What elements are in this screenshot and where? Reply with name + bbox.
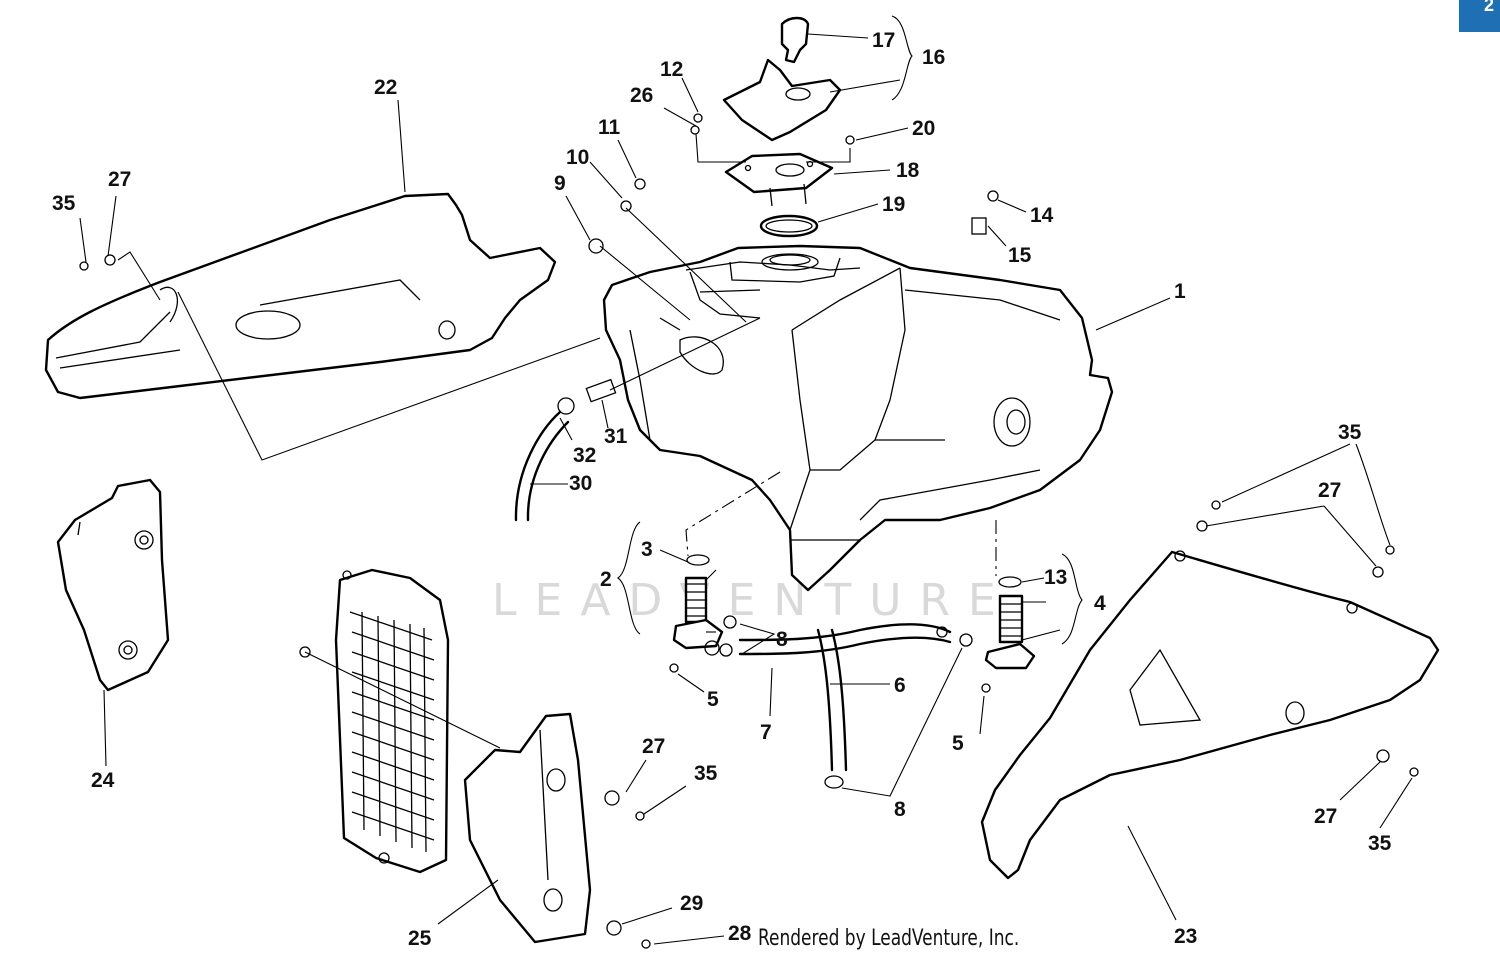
callout-8a: 8 xyxy=(776,628,788,651)
shroud-25 xyxy=(463,712,592,944)
shroud-24 xyxy=(56,478,170,692)
callout-29: 29 xyxy=(680,892,703,915)
callout-23: 23 xyxy=(1174,925,1197,948)
callout-35a: 35 xyxy=(52,192,76,215)
callout-20: 20 xyxy=(912,117,935,140)
callout-22: 22 xyxy=(374,76,397,99)
side-panel-22 xyxy=(44,192,557,400)
callout-17: 17 xyxy=(872,29,895,52)
callout-27a: 27 xyxy=(108,168,131,191)
callout-35d: 35 xyxy=(1368,832,1392,855)
callout-labels: 1 2 3 4 5 5 6 7 8 8 9 10 11 12 13 14 15 … xyxy=(52,29,1392,950)
callout-14: 14 xyxy=(1030,204,1054,227)
callout-1: 1 xyxy=(1174,280,1186,303)
callout-13: 13 xyxy=(1044,566,1067,589)
callout-6: 6 xyxy=(894,674,906,697)
callout-35b: 35 xyxy=(1338,421,1362,444)
fuel-hoses xyxy=(514,378,973,789)
fuel-cap-assembly xyxy=(722,16,842,238)
callout-4: 4 xyxy=(1094,592,1106,615)
callout-24: 24 xyxy=(91,769,115,792)
callout-28: 28 xyxy=(728,922,752,945)
credit-text: Rendered by LeadVenture, Inc. xyxy=(758,926,1020,951)
fuel-tap-2 xyxy=(672,554,724,656)
fuel-tank-1 xyxy=(602,244,1114,592)
callout-19: 19 xyxy=(882,193,905,216)
callout-7: 7 xyxy=(760,721,772,744)
callout-3: 3 xyxy=(641,538,653,561)
callout-30: 30 xyxy=(569,472,592,495)
callout-5a: 5 xyxy=(707,688,719,711)
page-tab[interactable]: 2 xyxy=(1459,0,1500,32)
callout-32: 32 xyxy=(573,444,596,467)
callout-5b: 5 xyxy=(952,732,964,755)
fuel-tap-4 xyxy=(984,576,1036,670)
callout-27d: 27 xyxy=(1314,805,1337,828)
callout-10: 10 xyxy=(566,146,589,169)
side-panel-23 xyxy=(980,550,1440,880)
fasteners xyxy=(79,113,1419,949)
callout-15: 15 xyxy=(1008,244,1032,267)
leader-lines xyxy=(79,15,1413,945)
callout-35c: 35 xyxy=(694,762,718,785)
callout-2: 2 xyxy=(600,568,612,591)
callout-25: 25 xyxy=(408,927,432,950)
watermark: LEADVENTURE xyxy=(492,575,1014,626)
callout-16: 16 xyxy=(922,46,945,69)
callout-26: 26 xyxy=(630,84,653,107)
callout-11: 11 xyxy=(598,116,621,139)
callout-12: 12 xyxy=(660,58,683,81)
callout-27c: 27 xyxy=(642,735,665,758)
callout-8b: 8 xyxy=(894,798,906,821)
callout-18: 18 xyxy=(896,159,920,182)
callout-9: 9 xyxy=(554,172,566,195)
callout-27b: 27 xyxy=(1318,479,1341,502)
callout-31: 31 xyxy=(604,425,628,448)
radiator xyxy=(334,568,450,874)
